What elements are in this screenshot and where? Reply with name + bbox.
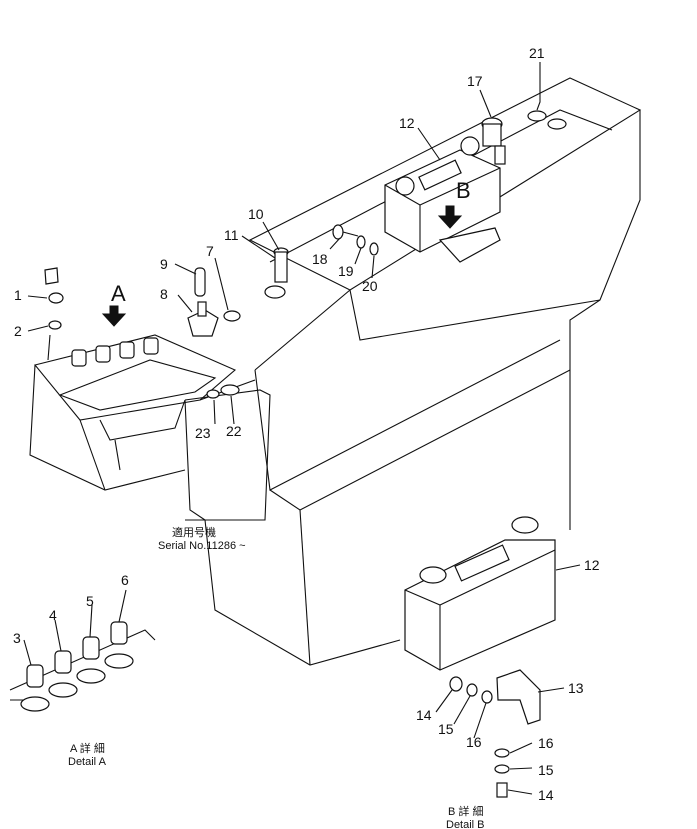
callout-22: 22 [226,423,242,439]
callout-2: 2 [14,323,22,339]
leader-lines [23,62,581,795]
callout-14-b: 14 [538,787,554,803]
battery-box-upper [384,136,501,263]
view-a-arrow [101,305,127,327]
callout-12-lower: 12 [584,557,600,573]
callout-14-a: 14 [416,707,432,723]
view-b-arrow [437,205,463,229]
serial-note-en: Serial No.11286 ~ [158,540,246,552]
detail-b-caption-en: Detail B [446,819,485,829]
detail-b-caption-jp: B 詳 細 [448,804,483,818]
callout-numbers: 1 2 3 4 5 6 7 8 9 10 11 12 12 13 14 14 1… [13,45,600,803]
callout-10: 10 [248,206,264,222]
callout-8: 8 [160,286,168,302]
callout-16-a: 16 [466,734,482,750]
detail-a-caption-en: Detail A [68,756,107,768]
callout-1: 1 [14,287,22,303]
callout-23: 23 [195,425,211,441]
callout-6: 6 [121,572,129,588]
serial-note-jp: 適用号機 [172,525,216,539]
callout-20: 20 [362,278,378,294]
callout-13: 13 [568,680,584,696]
callout-16-b: 16 [538,735,554,751]
console-body [29,77,642,666]
detail-a-drawing [9,621,156,712]
callout-5: 5 [86,593,94,609]
callout-15-b: 15 [538,762,554,778]
callout-15-a: 15 [438,721,454,737]
callout-12-upper: 12 [399,115,415,131]
callout-19: 19 [338,263,354,279]
callout-3: 3 [13,630,21,646]
callout-21: 21 [529,45,545,61]
detail-a-caption-jp: A 詳 細 [70,741,105,755]
callout-9: 9 [160,256,168,272]
view-letter-b: B [456,178,471,203]
callout-11: 11 [224,227,239,243]
view-letter-a: A [111,281,126,306]
callout-7: 7 [206,243,214,259]
top-parts [44,110,567,399]
detail-b-drawing [404,516,556,798]
callout-4: 4 [49,607,57,623]
callout-18: 18 [312,251,328,267]
callout-17: 17 [467,73,483,89]
